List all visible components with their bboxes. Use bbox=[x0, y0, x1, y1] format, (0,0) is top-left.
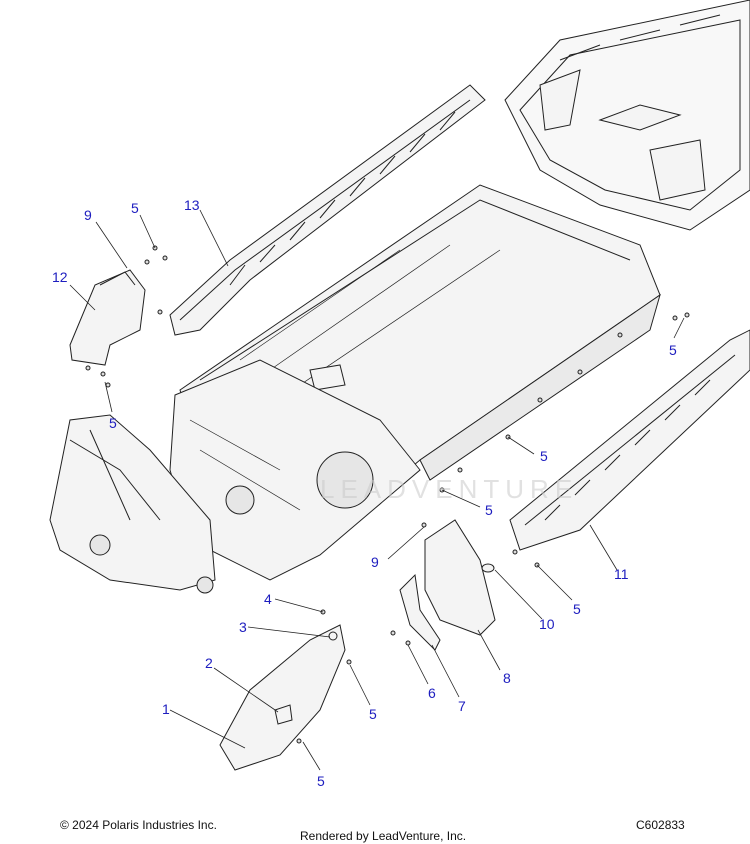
front-frame bbox=[49, 414, 216, 594]
callout-9[interactable]: 9 bbox=[84, 207, 92, 223]
callout-5[interactable]: 5 bbox=[369, 706, 377, 722]
callout-8[interactable]: 8 bbox=[503, 670, 511, 686]
callout-5[interactable]: 5 bbox=[131, 200, 139, 216]
callout-2[interactable]: 2 bbox=[205, 655, 213, 671]
callout-5[interactable]: 5 bbox=[485, 502, 493, 518]
bracket-7 bbox=[399, 573, 441, 651]
side-panel-8 bbox=[424, 519, 496, 636]
running-board-11 bbox=[509, 329, 750, 551]
left-panel-12 bbox=[69, 269, 146, 366]
callout-7[interactable]: 7 bbox=[458, 698, 466, 714]
callout-13[interactable]: 13 bbox=[184, 197, 200, 213]
callout-1[interactable]: 1 bbox=[162, 701, 170, 717]
watermark-text: LEADVENTURE bbox=[320, 474, 579, 504]
callout-5[interactable]: 5 bbox=[540, 448, 548, 464]
callout-10[interactable]: 10 bbox=[539, 616, 555, 632]
callout-5[interactable]: 5 bbox=[669, 342, 677, 358]
lower-panel-1 bbox=[219, 624, 346, 771]
rear-rack bbox=[504, 0, 750, 231]
front-bulkhead bbox=[169, 359, 421, 581]
upper-rail bbox=[169, 84, 486, 336]
callout-5[interactable]: 5 bbox=[317, 773, 325, 789]
callout-5[interactable]: 5 bbox=[573, 601, 581, 617]
callout-6[interactable]: 6 bbox=[428, 685, 436, 701]
callout-12[interactable]: 12 bbox=[52, 269, 68, 285]
callout-3[interactable]: 3 bbox=[239, 619, 247, 635]
rendered-by-text: Rendered by LeadVenture, Inc. bbox=[300, 829, 467, 843]
callout-4[interactable]: 4 bbox=[264, 591, 272, 607]
leader-lines bbox=[69, 209, 685, 771]
callout-9[interactable]: 9 bbox=[371, 554, 379, 570]
diagram-code: C602833 bbox=[636, 818, 685, 832]
copyright-text: © 2024 Polaris Industries Inc. bbox=[60, 818, 217, 832]
callout-5[interactable]: 5 bbox=[109, 415, 117, 431]
callout-11[interactable]: 11 bbox=[614, 566, 629, 582]
